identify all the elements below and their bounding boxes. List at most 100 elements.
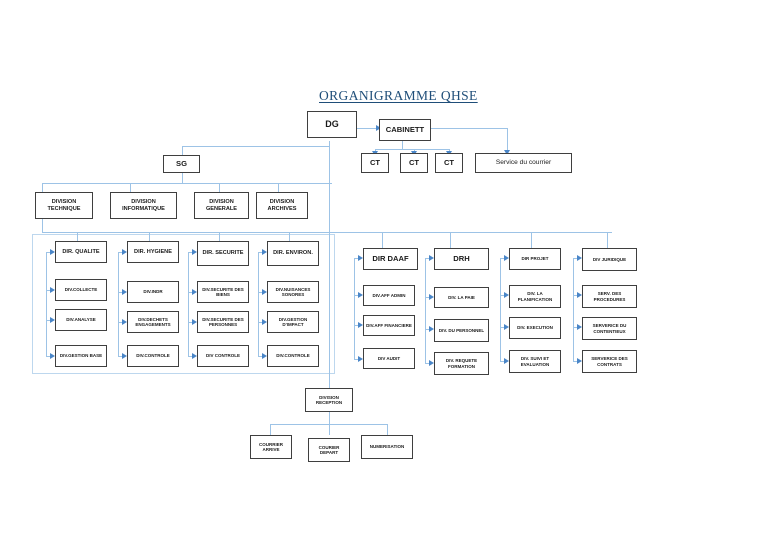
arrow-drh-child-1	[429, 294, 434, 300]
connector-stub-qualite-2	[46, 320, 52, 322]
connector-stub-environ-2	[258, 322, 264, 324]
connector-riser-projet	[531, 232, 533, 249]
node-dir-securite[interactable]: DIR. SECURITE	[197, 241, 249, 266]
node-div-aff-financiere[interactable]: DIV.AFF FINANCIERE	[363, 315, 415, 336]
connector-stub-securite-2	[188, 322, 194, 324]
connector-stub-juridique-3	[573, 361, 579, 363]
node-div-analyse[interactable]: DIV.ANALYSE	[55, 309, 107, 331]
arrow-hygiene-child-1	[122, 289, 127, 295]
arrow-drh-child-3	[429, 360, 434, 366]
node-dir-projet[interactable]: DIR PROJET	[509, 248, 561, 270]
node-div-controle-hygiene[interactable]: DIV.CONTROLE	[127, 345, 179, 367]
connector-stub-juridique-0	[573, 258, 579, 260]
connector-spine-hygiene	[118, 252, 120, 357]
node-ct-1[interactable]: CT	[361, 153, 389, 173]
node-courier-depart[interactable]: COURIER DEPART	[308, 438, 350, 462]
connector-bus-left-riser	[42, 219, 44, 233]
node-div-juridique[interactable]: DIV JURIDIQUE	[582, 248, 637, 271]
arrow-daaf-child-1	[358, 292, 363, 298]
arrow-qualite-child-3	[50, 353, 55, 359]
connector-stub-hygiene-1	[118, 292, 124, 294]
connector-stub-daaf-3	[354, 359, 360, 361]
connector-stub-projet-3	[500, 361, 506, 363]
node-drh[interactable]: DRH	[434, 248, 489, 270]
connector-stub-projet-0	[500, 258, 506, 260]
connector-stub-drh-1	[425, 297, 431, 299]
arrow-drh-child-2	[429, 326, 434, 332]
node-serverice-du-contentieux[interactable]: SERVERICE DU CONTENTIEUX	[582, 317, 637, 340]
connector-cabinett-drop	[402, 141, 404, 150]
node-dg[interactable]: DG	[307, 111, 357, 138]
arrow-securite-child-2	[192, 319, 197, 325]
connector-sg-drop	[182, 146, 184, 156]
arrow-service-courrier	[504, 150, 510, 155]
node-div-nuisances-sonores[interactable]: DIV.NUISANCES SONORES	[267, 281, 319, 303]
node-ct-2[interactable]: CT	[400, 153, 428, 173]
arrow-hygiene-child-3	[122, 353, 127, 359]
connector-stub-daaf-2	[354, 325, 360, 327]
node-division-informatique[interactable]: DIVISION INFORMATIQUE	[110, 192, 177, 219]
node-div-securite-des-personnes[interactable]: DIV.SECURITE DES PERSONNES	[197, 311, 249, 333]
connector-riser-environ	[289, 232, 291, 245]
node-div-securite-des-biens[interactable]: DIV.SECURITE DES BIENS	[197, 281, 249, 303]
connector-spine-juridique	[573, 258, 575, 362]
node-dir-hygiene[interactable]: DIR. HYGIENE	[127, 241, 179, 263]
node-serv-des-procedures[interactable]: SERV. DES PROCEDURES	[582, 285, 637, 308]
arrow-juridique-child-2	[577, 324, 582, 330]
connector-div-generale-drop	[219, 183, 221, 192]
node-div-dechets-engagements[interactable]: DIV.DECHETS ENGAGEMENTS	[127, 311, 179, 333]
arrow-hygiene-head	[122, 249, 127, 255]
arrow-projet-head	[504, 255, 509, 261]
connector-ct-bus	[375, 149, 450, 151]
connector-numerisation-drop	[387, 424, 389, 435]
connector-directorate-bus	[42, 232, 612, 234]
arrow-securite-child-3	[192, 353, 197, 359]
node-serverice-des-contrats[interactable]: SERVERICE DES CONTRATS	[582, 350, 637, 373]
node-ct-3[interactable]: CT	[435, 153, 463, 173]
node-div-collecte[interactable]: DIV.COLLECTE	[55, 279, 107, 301]
connector-stub-juridique-2	[573, 327, 579, 329]
node-cabinett[interactable]: CABINETT	[379, 119, 431, 141]
connector-spine-securite	[188, 252, 190, 357]
arrow-qualite-child-1	[50, 287, 55, 293]
node-division-archives[interactable]: DIVISION ARCHIVES	[256, 192, 308, 219]
node-dir-daaf[interactable]: DIR DAAF	[363, 248, 418, 270]
connector-spine-qualite	[46, 252, 48, 357]
node-courrier-arrive[interactable]: COURRIER ARRIVE	[250, 435, 292, 459]
connector-stub-projet-2	[500, 327, 506, 329]
node-div-indr[interactable]: DIV.INDR	[127, 281, 179, 303]
connector-div-archives-drop	[278, 183, 280, 192]
node-div-la-planification[interactable]: DIV. LA PLANIFICATION	[509, 285, 561, 308]
connector-stub-hygiene-2	[118, 322, 124, 324]
node-dir-environ[interactable]: DIR. ENVIRON.	[267, 241, 319, 266]
node-div-gestion-base[interactable]: DIV.GESTION BASE	[55, 345, 107, 367]
arrow-projet-child-3	[504, 358, 509, 364]
connector-sg-divisions-bus	[42, 183, 332, 185]
node-div-gestion-impact[interactable]: DIV.GESTION D'IMPACT	[267, 311, 319, 333]
node-service-du-courrier[interactable]: Service du courrier	[475, 153, 572, 173]
node-numerisation[interactable]: NUMERISATION	[361, 435, 413, 459]
node-div-aff-admin[interactable]: DIV.AFF ADMIN	[363, 285, 415, 306]
node-division-technique[interactable]: DIVISION TECHNIQUE	[35, 192, 93, 219]
connector-bus-mid-riser	[329, 219, 331, 233]
node-dir-qualite[interactable]: DIR. QUALITE	[55, 241, 107, 263]
connector-stub-hygiene-3	[118, 356, 124, 358]
node-div-controle-environ[interactable]: DIV.CONTROLE	[267, 345, 319, 367]
connector-spine-environ	[258, 252, 260, 357]
node-division-reception[interactable]: DIVISION RECEPTION	[305, 388, 353, 412]
node-div-execution[interactable]: DIV. EXECUTION	[509, 317, 561, 339]
connector-stub-securite-1	[188, 292, 194, 294]
node-div-du-personnel[interactable]: DIV. DU PERSONNEL	[434, 319, 489, 342]
node-sg[interactable]: SG	[163, 155, 200, 173]
connector-riser-juridique	[607, 232, 609, 249]
node-div-audit[interactable]: DIV AUDIT	[363, 348, 415, 369]
node-div-requete-formation[interactable]: DIV. REQUETE FORMATION	[434, 352, 489, 375]
node-div-controle-securite[interactable]: DIV CONTROLE	[197, 345, 249, 367]
arrow-environ-child-3	[262, 353, 267, 359]
node-division-generale[interactable]: DIVISION GENERALE	[194, 192, 249, 219]
connector-stub-environ-3	[258, 356, 264, 358]
node-div-suivi-et-evaluation[interactable]: DIV. SUIVI ET EVALUATION	[509, 350, 561, 373]
node-div-la-paie[interactable]: DIV. LA PAIE	[434, 287, 489, 308]
connector-stub-qualite-0	[46, 252, 52, 254]
